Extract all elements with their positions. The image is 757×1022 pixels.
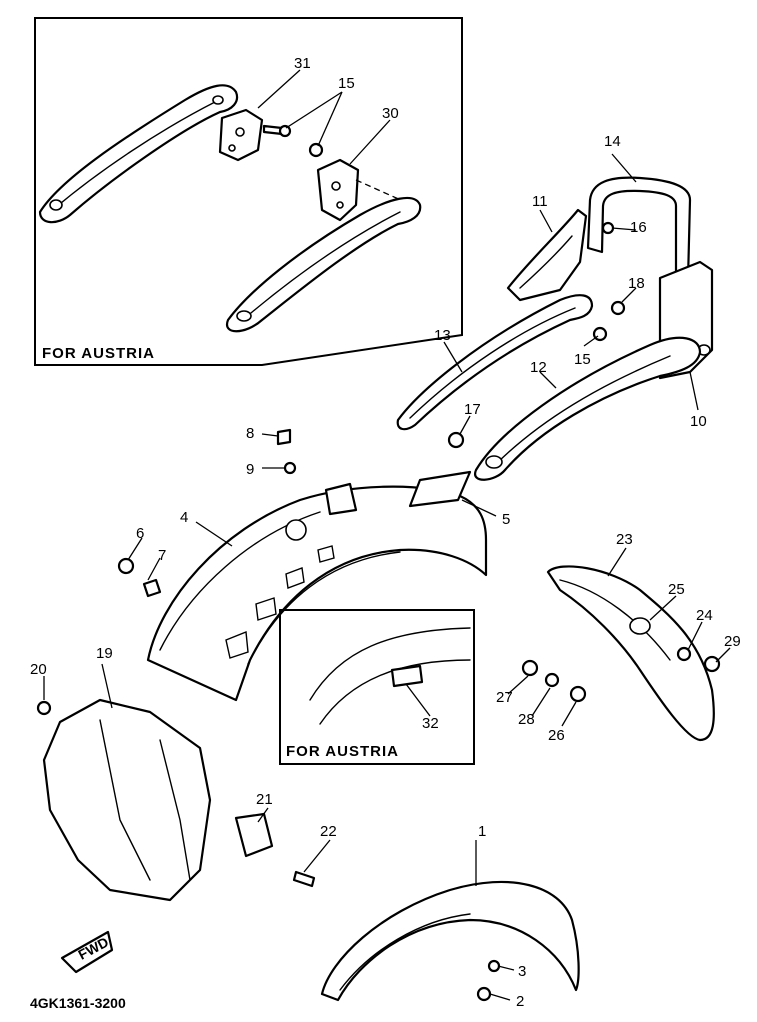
- callout-14: 14: [604, 133, 621, 150]
- callout-21: 21: [256, 791, 273, 808]
- callout-28: 28: [518, 711, 535, 728]
- callout-22: 22: [320, 823, 337, 840]
- callout-numbers: 1 2 3 4 5 6 7 8 9 10 11 12 13 14 15 15 1…: [30, 55, 741, 1010]
- callout-31: 31: [294, 55, 311, 72]
- callout-19: 19: [96, 645, 113, 662]
- flap-23: [546, 565, 715, 742]
- leader-lines: [43, 69, 731, 1001]
- bolt-24: [676, 646, 692, 662]
- inner-fender-19: [42, 698, 212, 902]
- bolt-6: [117, 557, 135, 575]
- nut-27: [521, 659, 539, 677]
- drawing-code: 4GK1361-3200: [30, 995, 126, 1011]
- bolt-15-inset: [308, 142, 324, 158]
- callout-13: 13: [434, 327, 451, 344]
- callout-5: 5: [502, 511, 510, 528]
- callout-29: 29: [724, 633, 741, 650]
- austria-inset-bottom: FOR AUSTRIA: [279, 609, 475, 765]
- washer-9: [283, 461, 297, 475]
- rail-13: [396, 294, 594, 431]
- callout-2: 2: [516, 993, 524, 1010]
- bracket-21: [234, 812, 274, 858]
- rear-fender-4: [146, 485, 488, 702]
- callout-9: 9: [246, 461, 254, 478]
- callout-12: 12: [530, 359, 547, 376]
- grab-rail-left-austria: [38, 84, 239, 224]
- callout-15-inset: 15: [338, 75, 355, 92]
- callout-23: 23: [616, 531, 633, 548]
- callout-27: 27: [496, 689, 513, 706]
- bolt-17: [447, 431, 465, 449]
- callout-30: 30: [382, 105, 399, 122]
- bolt-2: [476, 986, 492, 1002]
- callout-11: 11: [532, 193, 548, 210]
- clip-3: [487, 959, 501, 973]
- callout-8: 8: [246, 425, 254, 442]
- rear-flap: [521, 565, 721, 742]
- callout-4: 4: [180, 509, 188, 526]
- bolt-20: [36, 700, 52, 716]
- grab-rail-right-austria: [225, 196, 422, 333]
- callout-3: 3: [518, 963, 526, 980]
- inner-fender: [36, 698, 316, 902]
- clip-7: [142, 578, 162, 598]
- bolt-16: [601, 221, 615, 235]
- rear-fender: [117, 428, 488, 702]
- front-fender-1: [320, 880, 580, 1002]
- washer-28: [544, 672, 560, 688]
- front-fender: [320, 880, 580, 1002]
- callout-10: 10: [690, 413, 707, 430]
- inset-caption-bottom: FOR AUSTRIA: [286, 743, 399, 760]
- callout-6: 6: [136, 525, 144, 542]
- callout-25: 25: [668, 581, 685, 598]
- rail-12: [474, 336, 702, 481]
- inset-caption-top: FOR AUSTRIA: [42, 345, 155, 362]
- callout-24: 24: [696, 607, 713, 624]
- label-5: [408, 470, 472, 508]
- callout-7: 7: [158, 547, 166, 564]
- fwd-arrow: FWD: [60, 930, 114, 974]
- bolt-22: [292, 870, 316, 888]
- bracket-11: [506, 208, 588, 302]
- grab-bar-assembly: [396, 176, 714, 481]
- callout-16: 16: [630, 219, 647, 236]
- callout-17: 17: [464, 401, 481, 418]
- callout-32: 32: [422, 715, 439, 732]
- callout-20: 20: [30, 661, 47, 678]
- callout-1: 1: [478, 823, 486, 840]
- rubber-32: [390, 664, 424, 688]
- callout-18: 18: [628, 275, 645, 292]
- callout-26: 26: [548, 727, 565, 744]
- austria-inset-top: FOR AUSTRIA: [34, 17, 463, 366]
- nut-29: [703, 655, 721, 673]
- bolt-18: [610, 300, 626, 316]
- bolt-8: [276, 428, 292, 446]
- washer-26: [569, 685, 587, 703]
- callout-15: 15: [574, 351, 591, 368]
